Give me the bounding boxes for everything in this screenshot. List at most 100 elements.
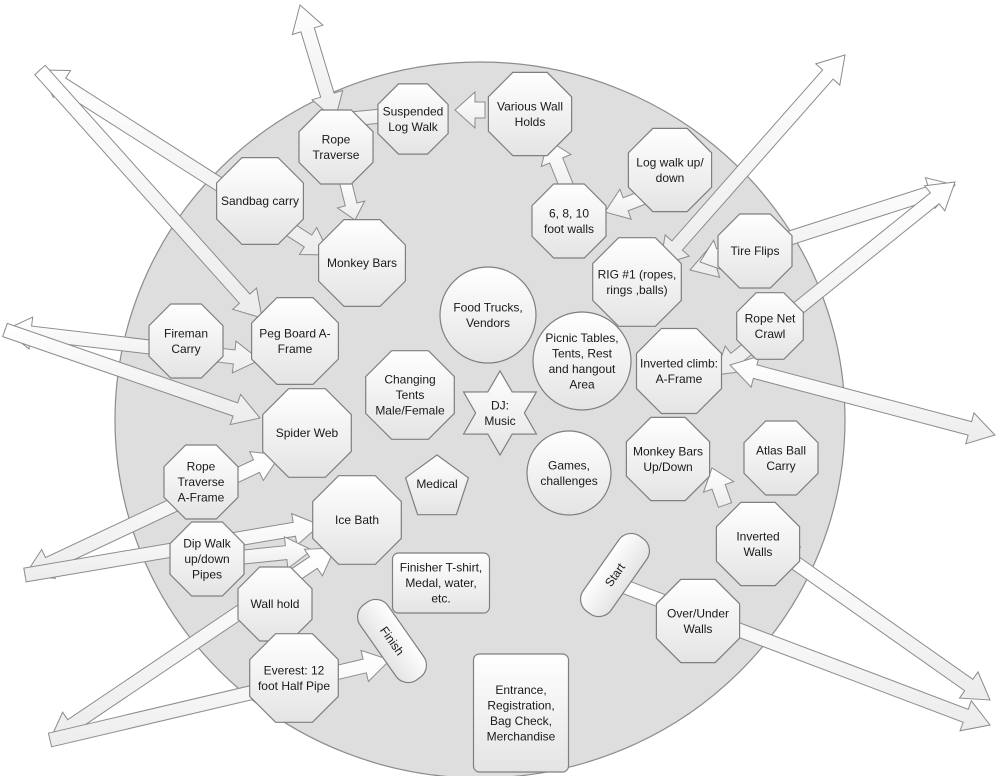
course-arrow-3 bbox=[454, 90, 486, 130]
station-shape bbox=[312, 475, 402, 565]
station-shape bbox=[487, 71, 573, 157]
station-medical: Medical bbox=[404, 454, 470, 516]
station-shape bbox=[532, 311, 632, 411]
station-label-finisher: Finisher T-shirt,Medal, water,etc. bbox=[400, 561, 482, 606]
station-shape bbox=[439, 266, 537, 364]
station-shape bbox=[472, 653, 570, 773]
station-games: Games,challenges bbox=[526, 430, 612, 516]
station-shape bbox=[356, 598, 428, 684]
course-arrow-19 bbox=[702, 467, 735, 508]
station-food-trucks: Food Trucks,Vendors bbox=[439, 266, 537, 364]
course-arrow-14 bbox=[2, 322, 261, 426]
station-shape bbox=[592, 237, 682, 327]
station-shape bbox=[404, 454, 470, 516]
station-shape bbox=[627, 127, 713, 213]
station-peg-board-a-frame: Peg Board A-Frame bbox=[251, 297, 339, 385]
station-shape bbox=[365, 350, 455, 440]
station-entrance: Entrance,Registration,Bag Check,Merchand… bbox=[472, 653, 570, 773]
station-shape bbox=[531, 183, 607, 259]
station-shape bbox=[377, 83, 449, 155]
station-shape bbox=[717, 213, 793, 289]
station-label-sandbag-carry: Sandbag carry bbox=[221, 194, 299, 208]
station-finisher: Finisher T-shirt,Medal, water,etc. bbox=[391, 552, 491, 614]
station-inverted-climb: Inverted climb:A-Frame bbox=[635, 327, 723, 415]
station-label-peg-board-a-frame: Peg Board A-Frame bbox=[259, 326, 330, 356]
station-label-games: Games,challenges bbox=[540, 458, 597, 488]
station-label-ice-bath: Ice Bath bbox=[335, 513, 379, 527]
station-shape bbox=[655, 578, 741, 664]
station-log-walk-up-down: Log walk up/down bbox=[627, 127, 713, 213]
station-label-spider-web: Spider Web bbox=[276, 426, 339, 440]
station-finish: Finish bbox=[356, 598, 428, 684]
station-label-tire-flips: Tire Flips bbox=[731, 244, 780, 258]
station-shape bbox=[148, 303, 224, 379]
station-shape bbox=[262, 388, 352, 478]
station-dj-music: DJ:Music bbox=[462, 369, 538, 457]
station-label-dj-music: DJ:Music bbox=[484, 398, 515, 428]
station-shape bbox=[625, 416, 711, 502]
station-shape bbox=[251, 297, 339, 385]
course-arrow-15 bbox=[729, 355, 996, 445]
station-label-entrance: Entrance,Registration,Bag Check,Merchand… bbox=[487, 683, 556, 744]
course-arrow-8 bbox=[659, 54, 846, 266]
station-spider-web: Spider Web bbox=[262, 388, 352, 478]
station-shape bbox=[526, 430, 612, 516]
station-label-log-walk-up-down: Log walk up/down bbox=[636, 155, 704, 185]
course-arrow-1 bbox=[291, 4, 344, 121]
station-shape bbox=[163, 444, 239, 520]
station-label-wall-hold: Wall hold bbox=[251, 597, 300, 611]
station-sandbag-carry: Sandbag carry bbox=[216, 157, 304, 245]
station-shape bbox=[736, 292, 804, 360]
station-shape bbox=[715, 501, 801, 587]
station-shape bbox=[318, 219, 406, 307]
course-arrow-5 bbox=[34, 64, 263, 319]
station-wall-hold: Wall hold bbox=[237, 566, 313, 642]
station-shape bbox=[743, 420, 819, 496]
station-ice-bath: Ice Bath bbox=[312, 475, 402, 565]
station-shape bbox=[579, 532, 651, 618]
station-label-rig-1: RIG #1 (ropes,rings ,balls) bbox=[598, 267, 677, 297]
station-label-medical: Medical bbox=[416, 477, 457, 491]
station-label-food-trucks: Food Trucks,Vendors bbox=[453, 300, 522, 330]
station-tire-flips: Tire Flips bbox=[717, 213, 793, 289]
station-shape bbox=[169, 521, 245, 597]
station-label-monkey-bars: Monkey Bars bbox=[327, 256, 397, 270]
station-monkey-bars: Monkey Bars bbox=[318, 219, 406, 307]
station-shape bbox=[249, 633, 339, 723]
station-rig-1: RIG #1 (ropes,rings ,balls) bbox=[592, 237, 682, 327]
station-shape bbox=[635, 327, 723, 415]
station-shape bbox=[298, 109, 374, 185]
station-shape bbox=[216, 157, 304, 245]
